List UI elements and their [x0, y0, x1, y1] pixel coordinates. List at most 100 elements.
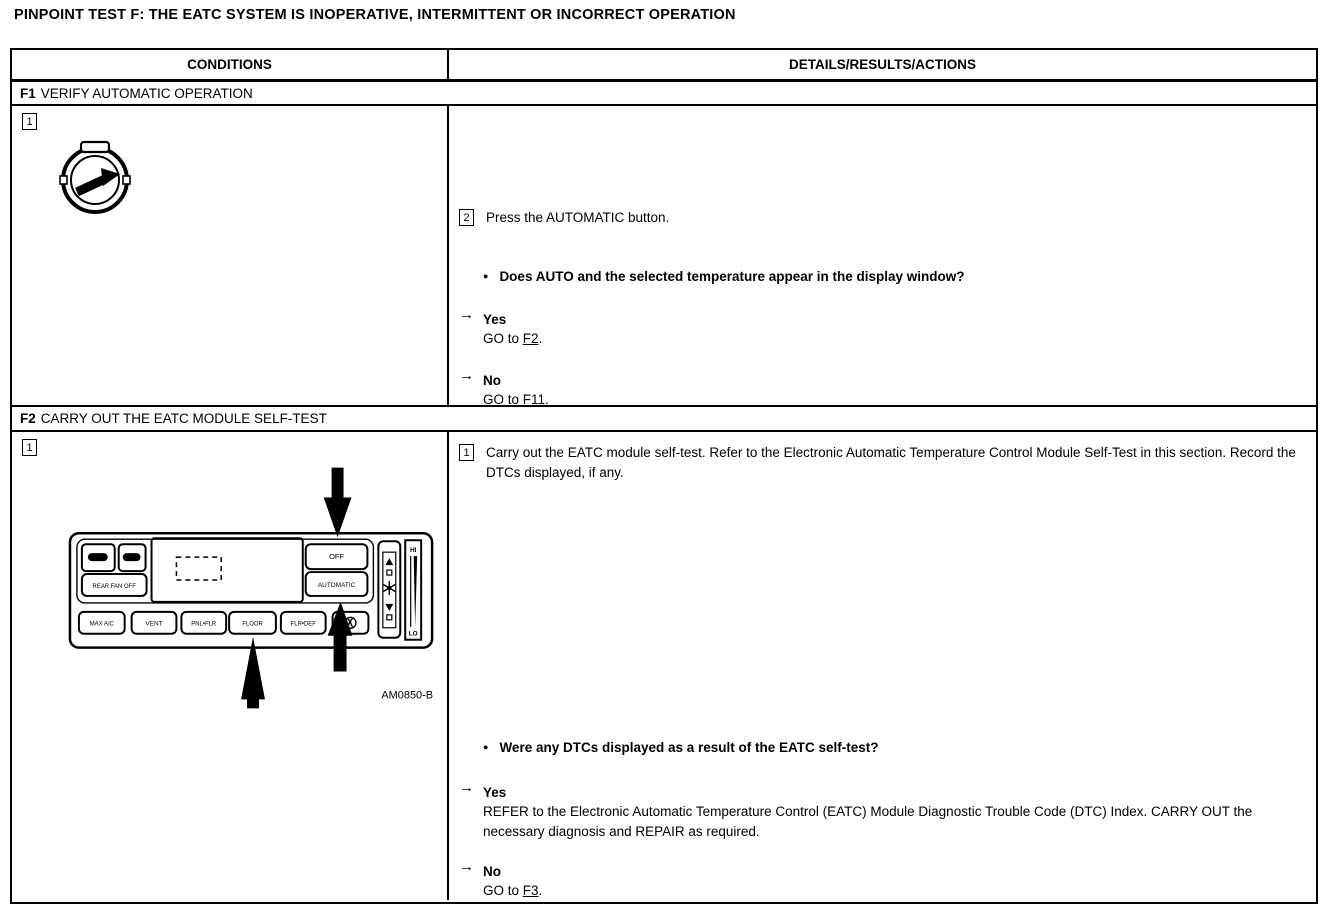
f1-detail-step-number: 2 [459, 209, 474, 226]
step-f1-id: F1 [20, 85, 36, 101]
f2-no-action-suffix: . [538, 883, 543, 898]
f1-no-link[interactable]: F11 [522, 392, 546, 407]
f2-step-1: 1 Carry out the EATC module self-test. R… [459, 443, 1306, 483]
f2-result-yes: → Yes REFER to the Electronic Automatic … [459, 779, 1306, 842]
display-window [150, 537, 304, 603]
temp-button-left-glyph [87, 553, 108, 562]
f1-no-label: No [483, 373, 501, 388]
ignition-key-run-icon [59, 140, 131, 214]
page-title: PINPOINT TEST F: THE EATC SYSTEM IS INOP… [14, 7, 736, 23]
fan-speed-slider [404, 539, 423, 641]
f1-instruction: Press the AUTOMATIC button. [486, 210, 670, 225]
key-shaft [75, 174, 107, 197]
step-f1-title: VERIFY AUTOMATIC OPERATION [40, 85, 253, 101]
rear-fan-off-button [80, 573, 148, 597]
fan-down-icon [385, 603, 394, 611]
step-f1-body-row: 1 2 Press the AUTOMATIC button. [12, 104, 1316, 407]
callout-arrow-floor [241, 636, 265, 709]
automatic-button-label: AUTOMATIC [318, 582, 356, 589]
f2-condition-step-number: 1 [22, 439, 37, 456]
max-ac-button [77, 610, 126, 635]
f1-result-yes: → Yes GO to F2. [459, 306, 1306, 349]
result-arrow-icon: → [459, 367, 474, 384]
f2-yes-label: Yes [483, 785, 507, 800]
f1-yes-link[interactable]: F2 [522, 331, 539, 346]
f1-details-cell: 2 Press the AUTOMATIC button. ● Does AUT… [447, 106, 1316, 407]
floor-button [228, 610, 277, 635]
keyway-notch [79, 140, 111, 154]
fan-up-icon [385, 558, 394, 566]
result-arrow-icon: → [459, 858, 474, 875]
bullet-icon: ● [483, 742, 489, 752]
fan-step-mark-bottom [386, 614, 393, 621]
f2-details-cell: 1 Carry out the EATC module self-test. R… [447, 432, 1316, 900]
panel-bezel [76, 538, 375, 604]
slider-lever [413, 556, 418, 627]
f2-question: Were any DTCs displayed as a result of t… [499, 740, 879, 755]
f2-detail-step-number: 1 [459, 444, 474, 461]
temp-button-right-glyph [122, 553, 141, 562]
f2-no-link[interactable]: F3 [522, 883, 539, 898]
step-f2-title: CARRY OUT THE EATC MODULE SELF-TEST [40, 411, 327, 426]
f2-conditions-cell: 1 REAR FAN OFF [12, 432, 447, 900]
off-button-label: OFF [329, 552, 344, 561]
flr-def-button [279, 610, 327, 635]
f2-no-action: GO to F3. [483, 881, 1293, 901]
eatc-control-panel-figure: REAR FAN OFF OFF AUTOMATIC [68, 467, 434, 709]
temp-button-right [117, 543, 147, 573]
fan-step-mark-top [386, 569, 393, 576]
max-ac-label: MAX A/C [90, 621, 115, 627]
f2-yes-action: REFER to the Electronic Automatic Temper… [483, 804, 1253, 839]
pnl-flr-label: PNL•FLR [191, 621, 217, 627]
slider-hi-label: HI [410, 547, 417, 554]
key-arrowhead [101, 168, 120, 186]
result-arrow-icon: → [459, 779, 474, 796]
flr-def-label: FLR•DEF [291, 621, 317, 627]
off-button [304, 543, 369, 571]
fan-rocker-inner [382, 551, 397, 629]
slider-lo-label: LO [409, 631, 418, 638]
f2-question-item: ● Were any DTCs displayed as a result of… [483, 738, 1306, 757]
step-f2-body-row: 1 REAR FAN OFF [12, 430, 1316, 900]
f1-yes-label: Yes [483, 312, 507, 327]
result-arrow-icon: → [459, 306, 474, 323]
vent-label: VENT [145, 620, 162, 627]
callout-arrow-automatic [327, 601, 353, 672]
fan-rocker [377, 540, 402, 639]
conditions-column-header: CONDITIONS [187, 57, 272, 72]
figure-caption: AM0850-B [381, 689, 433, 701]
table-header-row: CONDITIONS DETAILS/RESULTS/ACTIONS [12, 50, 1316, 79]
details-column-header: DETAILS/RESULTS/ACTIONS [447, 50, 1316, 79]
step-f2-id: F2 [20, 411, 36, 426]
rear-fan-off-label: REAR FAN OFF [93, 584, 137, 590]
position-mark-left [59, 175, 68, 185]
automatic-button [304, 571, 369, 597]
temp-button-left [80, 543, 116, 573]
f1-conditions-cell: 1 [12, 106, 447, 405]
f1-condition-step-number: 1 [22, 113, 37, 130]
bullet-icon: ● [483, 271, 489, 281]
f1-question: Does AUTO and the selected temperature a… [499, 269, 965, 284]
f1-yes-action: GO to F2. [483, 329, 1293, 349]
f2-no-action-prefix: GO to [483, 883, 523, 898]
step-f2-title-row: F2 CARRY OUT THE EATC MODULE SELF-TEST [12, 405, 1316, 430]
callout-arrow-off [323, 467, 352, 538]
f2-no-label: No [483, 864, 501, 879]
step-f1-title-row: F1 VERIFY AUTOMATIC OPERATION [12, 79, 1316, 104]
f1-no-action-prefix: GO to [483, 392, 523, 407]
f1-question-item: ● Does AUTO and the selected temperature… [483, 267, 1306, 286]
display-segment-area [175, 556, 222, 581]
f2-instruction: Carry out the EATC module self-test. Ref… [486, 445, 1296, 480]
vent-button [130, 610, 178, 635]
f1-yes-action-prefix: GO to [483, 331, 523, 346]
fan-icon [382, 581, 396, 595]
position-mark-right [122, 175, 131, 185]
f1-result-no: → No GO to F11. [459, 367, 1306, 410]
f1-step-2: 2 Press the AUTOMATIC button. [459, 208, 1306, 228]
floor-label: FLOOR [242, 621, 263, 627]
f1-no-action-suffix: . [545, 392, 549, 407]
pinpoint-test-table: CONDITIONS DETAILS/RESULTS/ACTIONS F1 VE… [10, 48, 1318, 904]
f1-no-action: GO to F11. [483, 390, 1293, 410]
f2-result-no: → No GO to F3. [459, 858, 1306, 901]
